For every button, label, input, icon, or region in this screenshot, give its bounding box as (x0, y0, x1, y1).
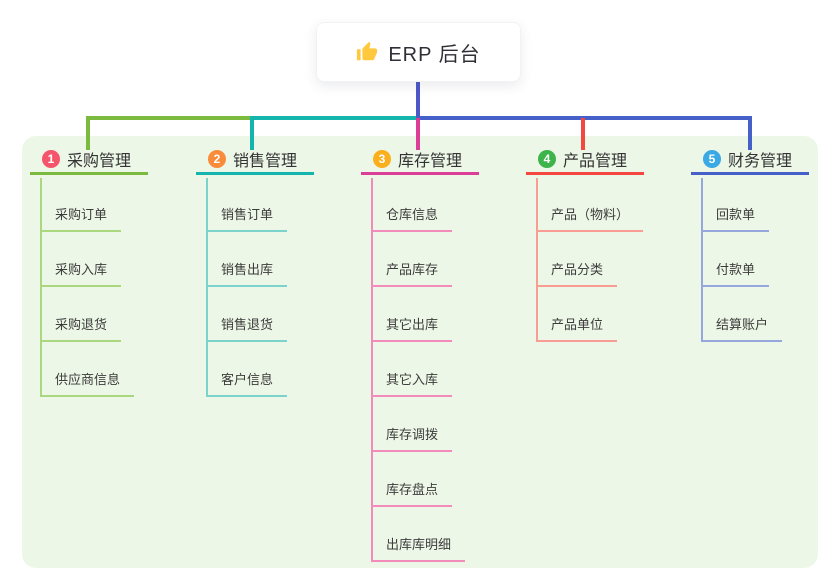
branch-children-connector (701, 178, 703, 342)
connector-drop-finance (748, 118, 752, 150)
branch-child-item[interactable]: 采购订单 (40, 207, 122, 232)
branch-child-item[interactable]: 产品（物料） (536, 207, 644, 232)
branch-child-item[interactable]: 出库库明细 (371, 537, 466, 562)
branch-title[interactable]: 3 库存管理 (361, 149, 479, 175)
connector-drop-sales (250, 118, 254, 150)
branch-label: 销售管理 (233, 152, 298, 170)
connector-root-line (416, 80, 420, 118)
branch-title[interactable]: 4 产品管理 (526, 149, 644, 175)
branch-child-item[interactable]: 仓库信息 (371, 207, 453, 232)
branch-child-item[interactable]: 采购退货 (40, 317, 122, 342)
branch-children-connector (371, 178, 373, 562)
branch-child-item[interactable]: 销售退货 (206, 317, 288, 342)
branch-label: 库存管理 (398, 152, 463, 170)
branch-children-connector (40, 178, 42, 397)
branch-child-item[interactable]: 产品库存 (371, 262, 453, 287)
branch-child-item[interactable]: 回款单 (701, 207, 770, 232)
branch-title[interactable]: 1 采购管理 (30, 149, 148, 175)
branch-child-item[interactable]: 销售出库 (206, 262, 288, 287)
branch-child-item[interactable]: 其它入库 (371, 372, 453, 397)
branch-child-item[interactable]: 库存调拨 (371, 427, 453, 452)
branch-children-connector (206, 178, 208, 397)
branch-child-item[interactable]: 产品单位 (536, 317, 618, 342)
background-panel (22, 136, 818, 568)
branch-child-item[interactable]: 结算账户 (701, 317, 783, 342)
branch-child-item[interactable]: 销售订单 (206, 207, 288, 232)
branch-index-badge: 3 (373, 149, 391, 168)
connector-drop-product (581, 118, 585, 150)
root-label: ERP 后台 (388, 43, 481, 66)
connector-drop-inventory (416, 118, 420, 150)
thumbs-up-icon (356, 41, 378, 63)
branch-title[interactable]: 5 财务管理 (691, 149, 809, 175)
branch-index-badge: 5 (703, 149, 721, 168)
branch-index-badge: 4 (538, 149, 556, 168)
branch-index-badge: 1 (42, 149, 60, 168)
branch-child-item[interactable]: 库存盘点 (371, 482, 453, 507)
branch-label: 财务管理 (728, 152, 793, 170)
branch-index-badge: 2 (208, 149, 226, 168)
branch-child-item[interactable]: 采购入库 (40, 262, 122, 287)
branch-label: 采购管理 (67, 152, 132, 170)
connector-drop-purchase (86, 118, 90, 150)
branch-child-item[interactable]: 付款单 (701, 262, 770, 287)
branch-label: 产品管理 (563, 152, 628, 170)
branch-title[interactable]: 2 销售管理 (196, 149, 314, 175)
connector-bus-sales (250, 116, 420, 120)
branch-children-connector (536, 178, 538, 342)
branch-child-item[interactable]: 产品分类 (536, 262, 618, 287)
root-node[interactable]: ERP 后台 (316, 22, 521, 82)
branch-child-item[interactable]: 供应商信息 (40, 372, 135, 397)
connector-bus-purchase (86, 116, 254, 120)
branch-child-item[interactable]: 客户信息 (206, 372, 288, 397)
branch-child-item[interactable]: 其它出库 (371, 317, 453, 342)
